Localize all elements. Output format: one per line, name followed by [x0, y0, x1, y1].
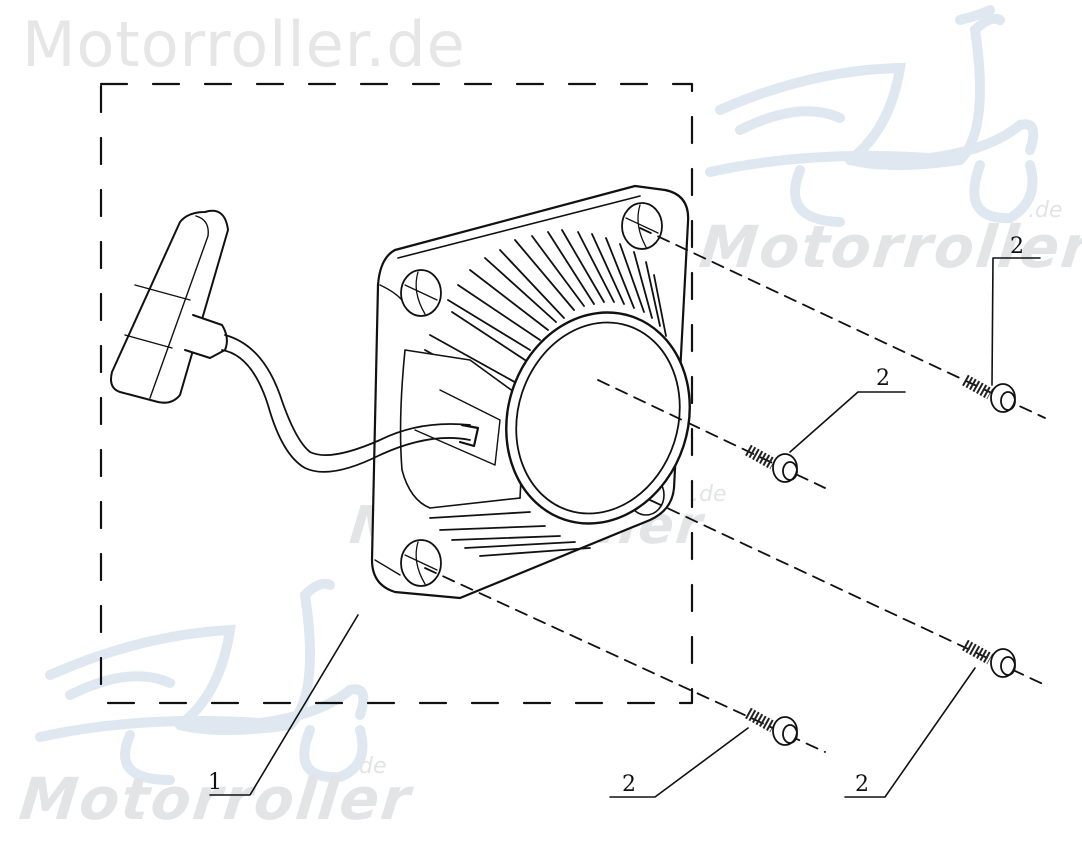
callout-label-2-upper-right: 2 — [1010, 234, 1024, 259]
bolt-lower-middle — [745, 707, 798, 746]
leader-lines — [209, 257, 1041, 798]
center-cover — [505, 311, 691, 525]
cooling-fins-upper — [424, 229, 667, 401]
bolt-upper-right — [962, 374, 1016, 413]
watermark-scooter-logo-top-right — [705, 5, 1039, 227]
watermark-logo-suffix-center: .de — [692, 482, 727, 507]
pull-handle — [110, 209, 229, 404]
assembly-boundary-box — [99, 82, 694, 705]
watermark-scooter-logo-bottom-left — [35, 578, 369, 785]
callout-label-2-lower-right: 2 — [855, 772, 869, 797]
housing-inner-recess — [399, 349, 526, 509]
bolt-middle — [745, 444, 798, 483]
watermark-logo-suffix-bottom-left: .de — [352, 754, 387, 779]
watermark-logo-suffix-top-right: .de — [1028, 198, 1063, 223]
callout-label-1: 1 — [208, 770, 222, 795]
bolt-lower-right — [962, 639, 1016, 678]
watermark-top-left: Motorroller.de — [22, 8, 466, 81]
pull-rope — [221, 334, 480, 473]
callout-label-2-middle: 2 — [876, 366, 890, 391]
callout-label-2-lower-middle: 2 — [622, 772, 636, 797]
